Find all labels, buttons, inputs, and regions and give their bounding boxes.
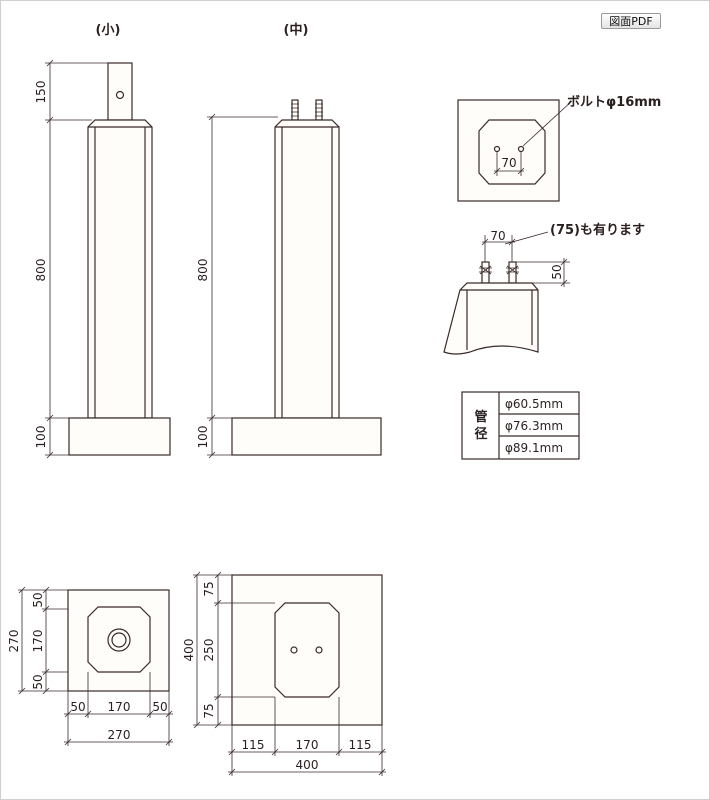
bolt-hole-left — [493, 145, 501, 153]
bolt-side-detail: 70 (75)も有ります 50 — [443, 222, 645, 355]
bolt-side-spacing-label: 70 — [490, 229, 505, 243]
bolt-plan-detail: 70 ボルトφ16mm — [457, 94, 661, 202]
small-post-elevation: (小) 150 800 100 — [34, 23, 171, 459]
bolt-hole-right — [517, 145, 525, 153]
medium-base-plan: 75 250 75 400 115 170 115 400 — [182, 571, 386, 776]
small-post-pipe-hole — [115, 90, 125, 100]
small-base-bottom-total: 270 — [108, 728, 131, 742]
medium-base-side-total: 400 — [182, 639, 196, 662]
small-post-base — [68, 417, 171, 456]
small-post-dim-top: 150 — [34, 81, 48, 104]
small-base-side-dim: 50 — [31, 674, 45, 689]
pipe-table-header-2: 径 — [474, 426, 487, 442]
medium-base-bottom-dim: 115 — [242, 738, 265, 752]
small-base-side-dim: 50 — [31, 592, 45, 607]
bolt-spacing-label: 70 — [501, 156, 516, 170]
small-base-bottom-dim: 50 — [152, 700, 167, 714]
small-base-side-dim: 170 — [31, 630, 45, 653]
medium-base-side-dim: 75 — [202, 703, 216, 718]
bolt-size-label: ボルトφ16mm — [567, 94, 661, 110]
small-post-title: (小) — [96, 23, 121, 38]
medium-base-side-dim: 75 — [202, 581, 216, 596]
pipe-table-row: φ76.3mm — [505, 419, 563, 433]
medium-post-title: (中) — [284, 22, 309, 38]
small-base-bottom-dim: 170 — [108, 700, 131, 714]
medium-post-base — [231, 417, 382, 456]
medium-post-dim-base: 100 — [196, 426, 210, 449]
medium-base-bottom-total: 400 — [296, 758, 319, 772]
bolt-side-note: (75)も有ります — [550, 222, 645, 238]
medium-base-side-dim: 250 — [202, 639, 216, 662]
small-base-bottom-dim: 50 — [70, 700, 85, 714]
medium-post-dim-body: 800 — [196, 259, 210, 282]
medium-post-body — [274, 119, 340, 419]
small-base-side-total: 270 — [7, 630, 21, 653]
pipe-table-row: φ89.1mm — [505, 441, 563, 455]
small-post-dim-base: 100 — [34, 426, 48, 449]
pipe-table-row: φ60.5mm — [505, 397, 563, 411]
medium-post-elevation: (中) 800 100 — [196, 22, 382, 459]
medium-base-bottom-dim: 115 — [349, 738, 372, 752]
small-post-dim-body: 800 — [34, 259, 48, 282]
drawing-pdf-button[interactable]: 図面PDF — [601, 13, 661, 29]
small-base-plan: 50 170 50 270 50 170 50 270 — [7, 586, 173, 746]
medium-post-bolts — [291, 99, 323, 121]
bolt-side-height-label: 50 — [550, 264, 564, 279]
bolt-side-post-top — [443, 282, 539, 355]
pipe-table-header-1: 管 — [474, 409, 487, 425]
pipe-diameter-table: 管 径 φ60.5mm φ76.3mm φ89.1mm — [461, 391, 580, 460]
medium-base-bottom-dim: 170 — [296, 738, 319, 752]
small-post-body — [87, 119, 153, 419]
